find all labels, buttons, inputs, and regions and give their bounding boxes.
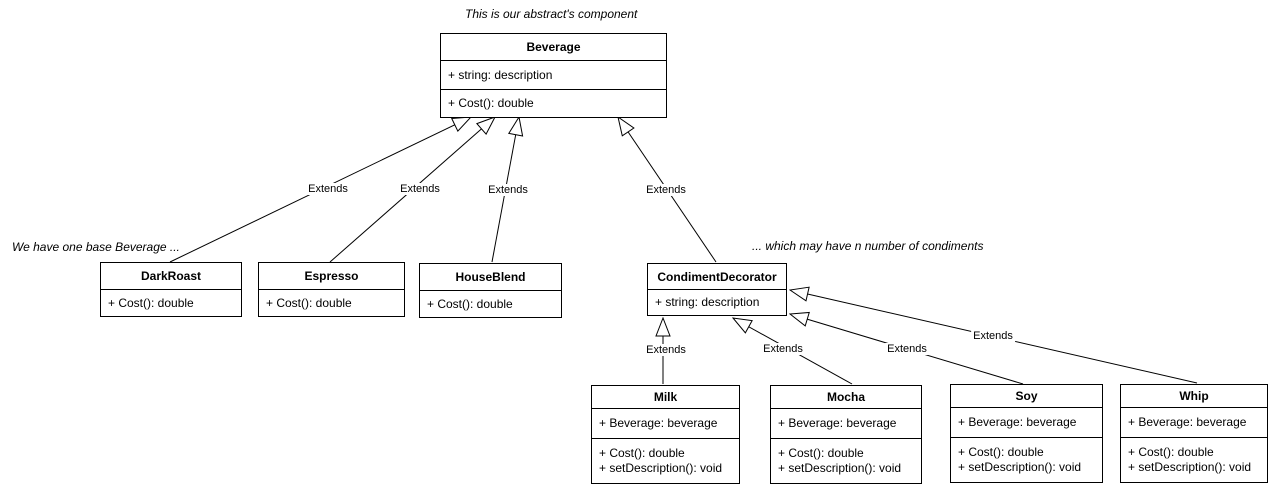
class-milk-attribute: + Beverage: beverage	[599, 416, 718, 430]
class-whip: Whip + Beverage: beverage + Cost(): doub…	[1120, 384, 1268, 483]
class-milk-method-cost: + Cost(): double	[599, 446, 685, 460]
class-darkroast: DarkRoast + Cost(): double	[100, 262, 242, 317]
edge-label-soy-extends: Extends	[885, 343, 929, 355]
class-houseblend-title: HouseBlend	[455, 270, 526, 284]
class-soy-title: Soy	[1015, 389, 1038, 403]
class-milk-method-setdescription: + setDescription(): void	[599, 461, 723, 475]
class-mocha-title: Mocha	[826, 390, 865, 404]
annotation-n-condiments: ... which may have n number of condiment…	[752, 239, 984, 253]
class-milk-title: Milk	[653, 390, 678, 404]
class-beverage: Beverage + string: description + Cost():…	[440, 33, 667, 118]
class-espresso-method: + Cost(): double	[266, 295, 352, 310]
class-condimentdecorator: CondimentDecorator + string: description	[647, 263, 787, 316]
edge-label-darkroast-extends: Extends	[306, 183, 350, 195]
class-soy-method-setdescription: + setDescription(): void	[958, 460, 1082, 474]
class-darkroast-title: DarkRoast	[140, 269, 202, 283]
annotation-base-beverage: We have one base Beverage ...	[12, 240, 180, 254]
edge-label-milk-extends: Extends	[644, 344, 688, 356]
edge-label-espresso-extends: Extends	[398, 183, 442, 195]
class-milk: Milk + Beverage: beverage + Cost(): doub…	[591, 385, 740, 484]
class-whip-title: Whip	[1179, 389, 1209, 403]
class-beverage-attribute: + string: description	[448, 67, 553, 82]
class-condimentdecorator-attribute: + string: description	[655, 295, 760, 309]
edge-label-condimentdecorator-extends: Extends	[644, 184, 688, 196]
class-condimentdecorator-title: CondimentDecorator	[657, 269, 777, 284]
class-soy-method-cost: + Cost(): double	[958, 445, 1044, 459]
edge-label-whip-extends: Extends	[971, 330, 1015, 342]
class-whip-method-cost: + Cost(): double	[1128, 445, 1214, 459]
class-soy: Soy + Beverage: beverage + Cost(): doubl…	[950, 384, 1103, 483]
class-mocha-attribute: + Beverage: beverage	[778, 416, 897, 430]
class-whip-attribute: + Beverage: beverage	[1128, 415, 1247, 429]
class-espresso: Espresso + Cost(): double	[258, 262, 405, 317]
class-houseblend-method: + Cost(): double	[427, 296, 513, 311]
edge-label-mocha-extends: Extends	[761, 343, 805, 355]
class-darkroast-method: + Cost(): double	[108, 295, 194, 310]
class-mocha-method-setdescription: + setDescription(): void	[778, 461, 902, 475]
class-beverage-method: + Cost(): double	[448, 96, 534, 110]
class-soy-attribute: + Beverage: beverage	[958, 415, 1077, 429]
annotation-abstract-component: This is our abstract's component	[465, 7, 638, 21]
class-mocha-method-cost: + Cost(): double	[778, 446, 864, 460]
edge-label-houseblend-extends: Extends	[486, 184, 530, 196]
class-houseblend: HouseBlend + Cost(): double	[419, 263, 562, 318]
class-espresso-title: Espresso	[304, 269, 359, 283]
class-whip-method-setdescription: + setDescription(): void	[1128, 460, 1252, 474]
class-mocha: Mocha + Beverage: beverage + Cost(): dou…	[770, 385, 922, 484]
class-beverage-title: Beverage	[526, 40, 581, 54]
